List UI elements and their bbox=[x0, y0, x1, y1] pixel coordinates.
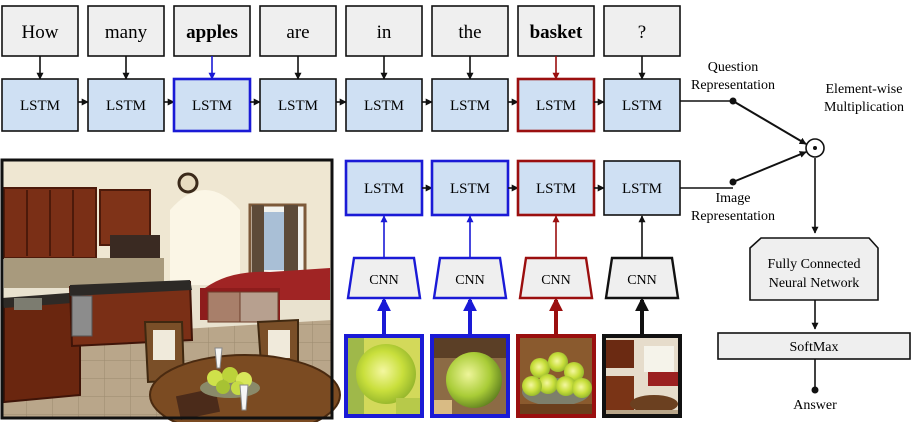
image-patches-row bbox=[344, 334, 682, 418]
cnn-label: CNN bbox=[369, 273, 399, 288]
question-rep-label-line2: Representation bbox=[691, 78, 775, 93]
cnn-label: CNN bbox=[541, 273, 571, 288]
word-text: How bbox=[22, 22, 59, 43]
word-box-4: in bbox=[345, 5, 423, 57]
word-box-3: are bbox=[259, 5, 337, 57]
word-text: basket bbox=[530, 22, 583, 43]
word-text: many bbox=[105, 22, 148, 43]
image-rep-label-line2: Representation bbox=[691, 209, 775, 224]
question-words: How many apples are in the basket? bbox=[1, 5, 681, 80]
lstm-label: LSTM bbox=[278, 98, 318, 114]
cnn-block-2: CNN bbox=[518, 256, 594, 300]
image-lstm-2: LSTM bbox=[516, 159, 596, 217]
element-wise-label-line2: Multiplication bbox=[824, 100, 904, 115]
word-text: in bbox=[377, 22, 392, 43]
softmax-box bbox=[717, 332, 911, 360]
lstm-label: LSTM bbox=[192, 98, 232, 114]
word-box-6: basket bbox=[517, 5, 595, 57]
cnn-block-0: CNN bbox=[346, 256, 422, 300]
lstm-label: LSTM bbox=[364, 181, 404, 197]
lstm-label: LSTM bbox=[450, 98, 490, 114]
cnn-block-3: CNN bbox=[604, 256, 680, 300]
question-lstm-3: LSTM bbox=[259, 78, 337, 132]
word-text: are bbox=[286, 22, 309, 43]
lstm-label: LSTM bbox=[622, 98, 662, 114]
lstm-label: LSTM bbox=[20, 98, 60, 114]
question-lstm-0: LSTM bbox=[1, 78, 79, 132]
softmax-label: SoftMax bbox=[790, 340, 839, 355]
cnn-row: CNN CNN CNN CNN bbox=[346, 215, 680, 336]
image-patch-0 bbox=[344, 334, 424, 418]
cnn-label: CNN bbox=[627, 273, 657, 288]
image-lstm-row: LSTM LSTM LSTM LSTM bbox=[344, 159, 681, 217]
word-box-0: How bbox=[1, 5, 79, 57]
question-lstm-7: LSTM bbox=[603, 78, 681, 132]
cnn-label: CNN bbox=[455, 273, 485, 288]
word-text: apples bbox=[186, 22, 238, 43]
fc-label-line2: Neural Network bbox=[769, 276, 860, 291]
word-box-1: many bbox=[87, 5, 165, 57]
image-lstm-3: LSTM bbox=[603, 160, 681, 216]
image-lstm-0: LSTM bbox=[344, 159, 424, 217]
question-lstm-row: LSTM LSTM LSTM LSTM LSTM LSTM LSTM LSTM bbox=[1, 77, 681, 133]
word-text: ? bbox=[638, 22, 646, 43]
question-lstm-6: LSTM bbox=[516, 77, 596, 133]
question-rep-label-line1: Question bbox=[708, 60, 759, 75]
word-box-7: ? bbox=[603, 5, 681, 57]
element-wise-label-line1: Element-wise bbox=[826, 82, 903, 97]
image-lstm-1: LSTM bbox=[430, 159, 510, 217]
fusion-labels: Question Representation Image Representa… bbox=[691, 60, 904, 413]
word-text: the bbox=[458, 22, 481, 43]
lstm-label: LSTM bbox=[536, 98, 576, 114]
answer-label: Answer bbox=[793, 398, 837, 413]
lstm-label: LSTM bbox=[536, 181, 576, 197]
image-patch-3 bbox=[602, 334, 682, 418]
question-lstm-5: LSTM bbox=[431, 78, 509, 132]
fusion-section bbox=[680, 97, 911, 394]
fc-network-box bbox=[749, 237, 879, 301]
word-box-2: apples bbox=[173, 5, 251, 57]
lstm-label: LSTM bbox=[622, 181, 662, 197]
fc-label-line1: Fully Connected bbox=[768, 257, 861, 272]
word-box-5: the bbox=[431, 5, 509, 57]
main-kitchen-image bbox=[0, 158, 341, 422]
image-rep-label-line1: Image bbox=[716, 191, 751, 206]
image-patch-1 bbox=[430, 334, 510, 418]
cnn-block-1: CNN bbox=[432, 256, 508, 300]
question-lstm-4: LSTM bbox=[345, 78, 423, 132]
lstm-label: LSTM bbox=[364, 98, 404, 114]
lstm-label: LSTM bbox=[106, 98, 146, 114]
question-lstm-2: LSTM bbox=[172, 77, 252, 133]
question-lstm-1: LSTM bbox=[87, 78, 165, 132]
lstm-label: LSTM bbox=[450, 181, 490, 197]
image-patch-2 bbox=[516, 334, 596, 418]
